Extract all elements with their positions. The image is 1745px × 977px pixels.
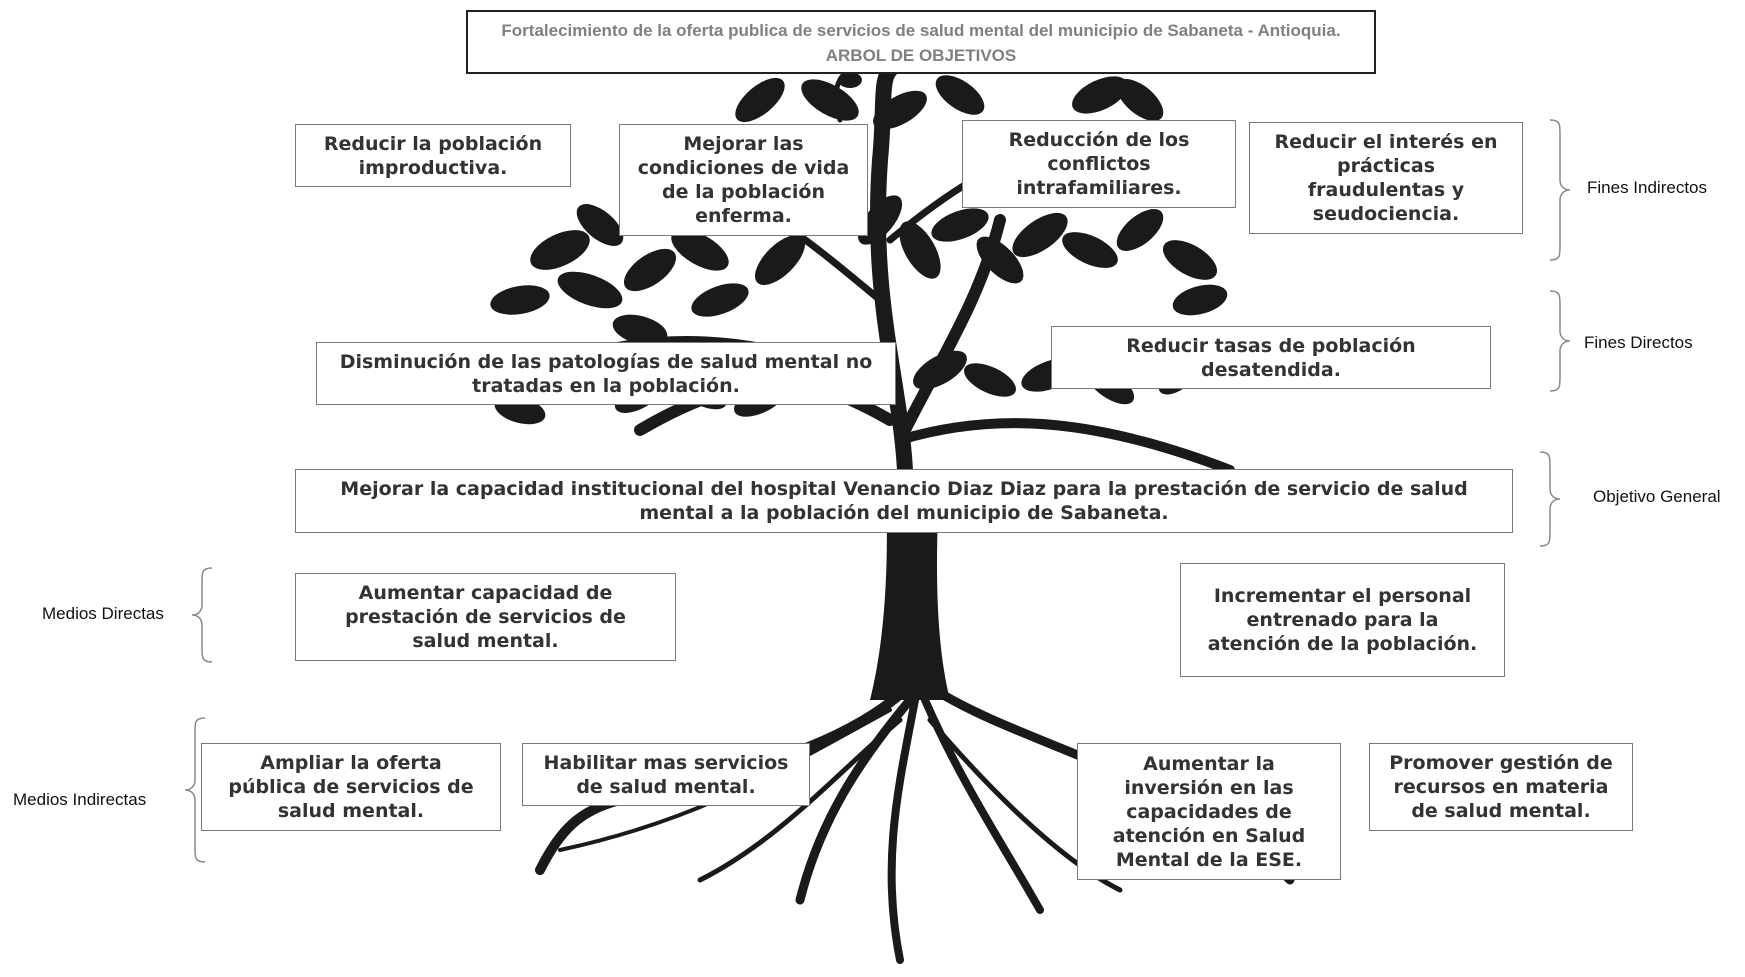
box-text-line: de salud mental. xyxy=(576,775,756,798)
title-line-2: ARBOL DE OBJETIVOS xyxy=(825,46,1017,65)
box-text-line: prácticas xyxy=(1336,155,1436,177)
box-text-line: atención de la población. xyxy=(1207,633,1478,655)
objetivo-general-box: Mejorar la capacidad institucional del h… xyxy=(295,469,1513,533)
diagram-title: Fortalecimiento de la oferta publica de … xyxy=(466,10,1376,74)
brace-objetivo-general xyxy=(1539,451,1561,547)
brace-medios-directas xyxy=(191,567,213,663)
box-text-line: conflictos xyxy=(1047,153,1151,175)
box-text-line: Reducción de los xyxy=(1008,129,1190,151)
box-text-line: Mejorar la capacidad institucional del h… xyxy=(340,478,1468,500)
box-text-line: inversión en las xyxy=(1124,776,1294,799)
box-text-line: Habilitar mas servicios xyxy=(543,751,789,774)
box-text-line: fraudulentas y xyxy=(1307,179,1465,201)
box-text-line: salud mental. xyxy=(412,630,559,652)
title-line-1: Fortalecimiento de la oferta publica de … xyxy=(501,21,1341,40)
box-text-line: Mental de la ESE. xyxy=(1115,848,1303,871)
box-text-line: Aumentar capacidad de xyxy=(358,582,613,604)
box-text-line: mental a la población del municipio de S… xyxy=(639,502,1169,524)
box-text-line: desatendida. xyxy=(1201,358,1341,381)
box-text-line: prestación de servicios de xyxy=(345,606,626,628)
box-text-line: Aumentar la xyxy=(1143,752,1275,775)
box-text-line: enferma. xyxy=(695,205,792,227)
brace-fines-indirectos xyxy=(1549,119,1571,261)
box-text-line: Reducir el interés en xyxy=(1274,131,1498,153)
box-text-line: Disminución de las patologías de salud m… xyxy=(339,350,873,373)
box-text-line: Incrementar el personal xyxy=(1213,585,1472,607)
box-text-line: seudociencia. xyxy=(1312,203,1460,225)
box-text-line: recursos en materia xyxy=(1393,776,1609,798)
label-fines-indirectos: Fines Indirectos xyxy=(1587,178,1707,197)
box-text-line: improductiva. xyxy=(358,156,508,179)
box-text-line: tratadas en la población. xyxy=(472,374,740,397)
box-text-line: Ampliar la oferta xyxy=(260,752,442,774)
box-text-line: Mejorar las xyxy=(683,133,804,155)
box-text-line: de salud mental. xyxy=(1411,800,1591,822)
label-medios-directas: Medios Directas xyxy=(42,604,164,623)
brace-medios-indirectas xyxy=(184,717,206,863)
box-text-line: salud mental. xyxy=(277,800,425,822)
label-objetivo-general: Objetivo General xyxy=(1593,487,1721,506)
box-text-line: de la población xyxy=(661,181,825,203)
label-fines-directos: Fines Directos xyxy=(1584,333,1693,352)
box-text-line: entrenado para la xyxy=(1246,609,1439,631)
fin-directo-box-1: Disminución de las patologías de salud m… xyxy=(316,342,896,405)
brace-fines-directos xyxy=(1549,290,1571,392)
box-text-line: Reducir la población xyxy=(323,132,543,155)
box-text-line: Promover gestión de xyxy=(1389,752,1613,774)
label-medios-indirectas: Medios Indirectas xyxy=(13,790,147,809)
box-text-line: intrafamiliares. xyxy=(1016,177,1182,199)
box-text-line: capacidades de xyxy=(1126,800,1292,823)
box-text-line: condiciones de vida xyxy=(637,157,850,179)
box-text-line: pública de servicios de xyxy=(228,776,474,798)
box-text-line: atención en Salud xyxy=(1112,824,1306,847)
box-text-line: Reducir tasas de población xyxy=(1126,334,1416,357)
